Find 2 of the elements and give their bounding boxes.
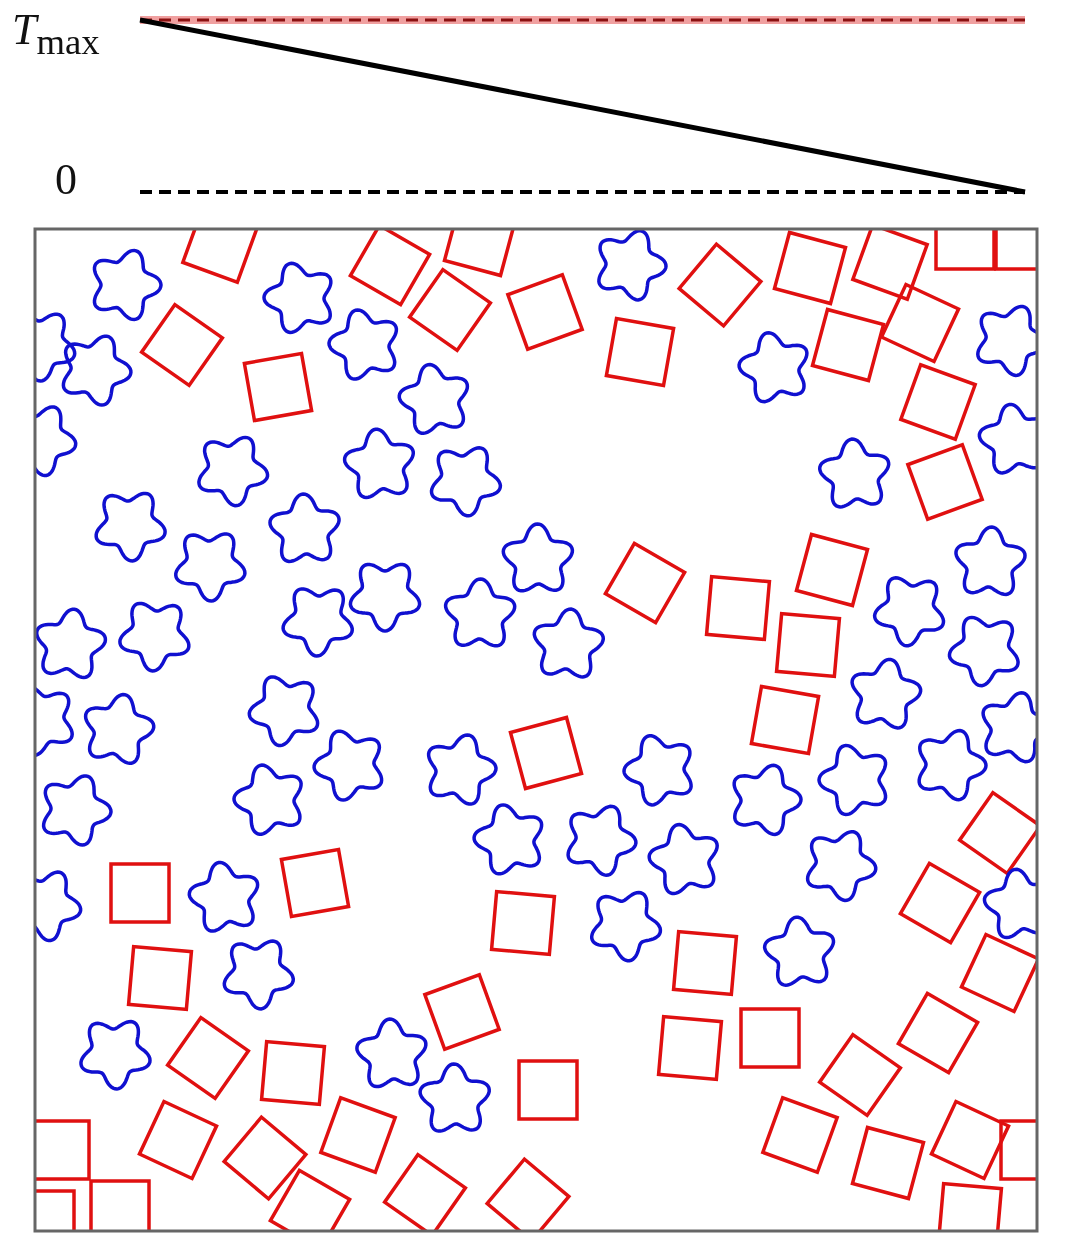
axis-label: T$_{max}$: [12, 8, 100, 61]
axis-label: 0: [55, 158, 77, 202]
